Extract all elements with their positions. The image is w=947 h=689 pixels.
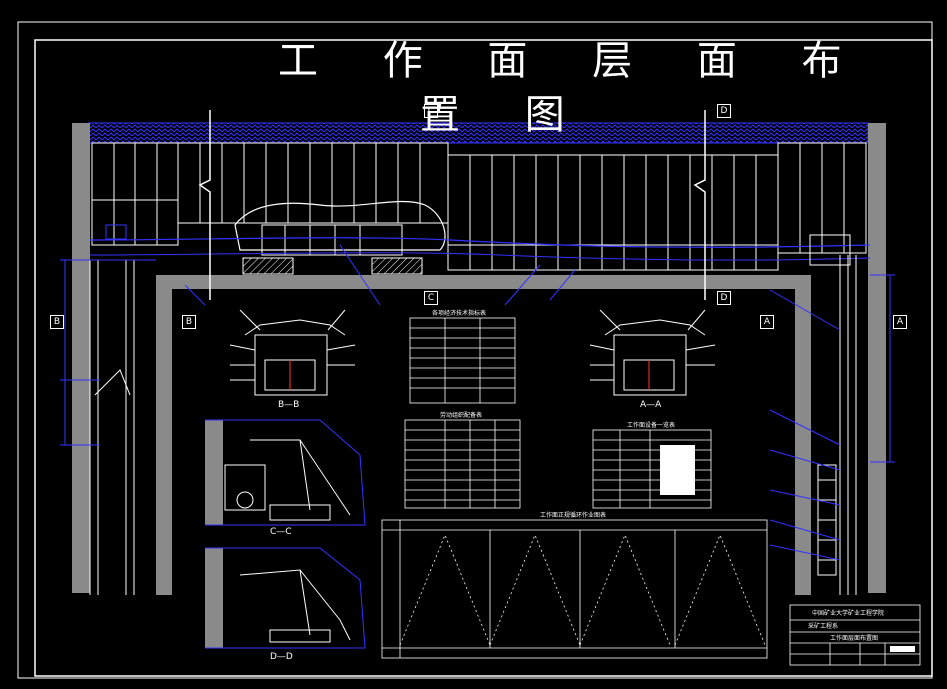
section-marker-b-outer: B <box>50 315 64 329</box>
title-block-department: 采矿工程系 <box>808 623 839 630</box>
right-roadway <box>809 234 857 595</box>
conveyor-line <box>89 237 871 248</box>
section-marker-d-top: D <box>717 104 731 118</box>
title-block-drawing-name: 工作面层面布置图 <box>830 635 879 642</box>
section-view-d-d <box>205 547 366 649</box>
table-title-cycle: 工作面正规循环作业图表 <box>540 512 607 519</box>
table-labor-organization <box>404 419 521 509</box>
drawing-title-line1: 工 作 面 层 面 布 <box>278 38 868 84</box>
cycle-operation-chart <box>381 519 768 659</box>
right-dimension-lines <box>769 274 895 561</box>
left-pillar <box>72 123 90 593</box>
section-marker-c-top: C <box>424 104 438 118</box>
shearer-outline <box>234 200 446 251</box>
section-label-a-a: A—A <box>640 400 662 410</box>
title-block <box>789 604 921 666</box>
section-label-c-c: C—C <box>270 527 292 537</box>
table-title-economic: 各项经济技术指标表 <box>432 310 487 317</box>
cable-line <box>89 252 871 261</box>
leader-lines <box>184 244 576 306</box>
section-cut-lines <box>198 110 706 300</box>
left-dimension-lines <box>60 259 156 446</box>
shearer-body <box>261 224 403 256</box>
section-view-a-a <box>589 309 716 396</box>
section-label-d-d: D—D <box>270 652 293 662</box>
table-title-equipment: 工作面设备一览表 <box>627 422 676 429</box>
table-equipment-list <box>592 429 712 509</box>
section-marker-c-mid: C <box>424 291 438 305</box>
left-inner-wall <box>156 275 172 595</box>
left-roadway <box>89 224 135 595</box>
shearer-drum-right <box>371 257 423 275</box>
table-economic-indicators <box>409 317 516 404</box>
inner-frame <box>34 39 933 677</box>
section-marker-a-inner: A <box>760 315 774 329</box>
hydraulic-support-row <box>91 142 867 271</box>
section-view-c-c <box>205 419 366 526</box>
right-inner-wall <box>795 275 811 595</box>
right-pillar <box>868 123 886 593</box>
section-marker-b-inner: B <box>182 315 196 329</box>
shearer-drum-left <box>242 257 294 275</box>
gob-roof-wall <box>156 275 801 289</box>
section-marker-d-mid: D <box>717 291 731 305</box>
table-title-labor: 劳动组织配备表 <box>440 412 483 419</box>
section-marker-a-outer: A <box>893 315 907 329</box>
section-label-b-b: B—B <box>278 400 300 410</box>
title-block-institution: 中国矿业大学矿业工程学院 <box>812 610 885 617</box>
section-view-b-b <box>229 309 356 396</box>
drawing-title-line2: 置 图 <box>420 92 591 138</box>
